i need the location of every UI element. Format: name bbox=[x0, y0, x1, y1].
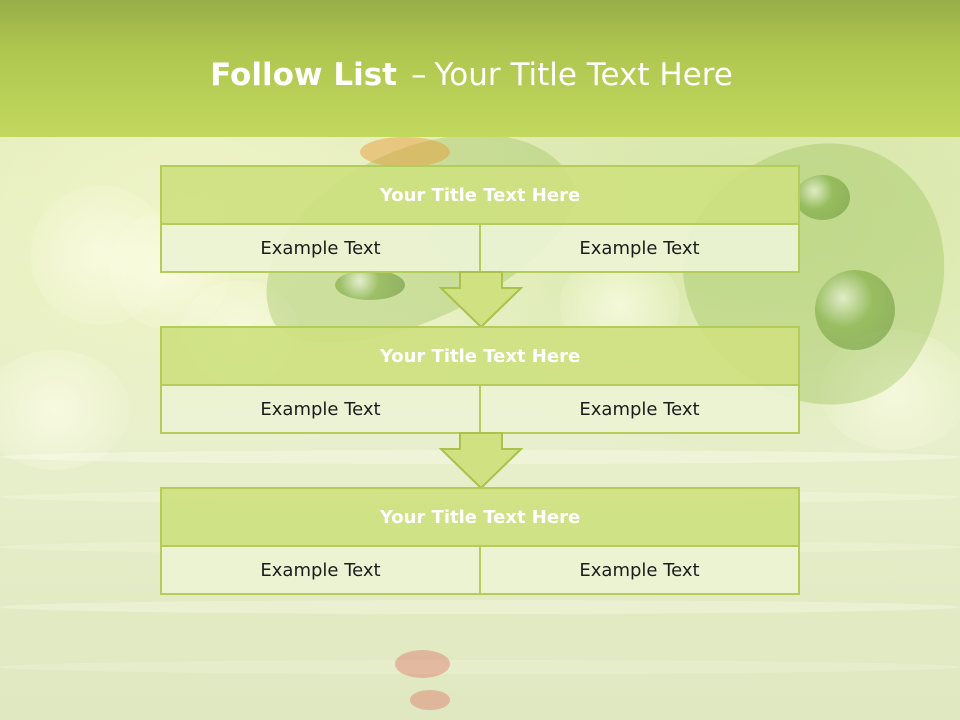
title-rest-part: Your Title Text Here bbox=[434, 57, 733, 93]
flow-step-title: Your Title Text Here bbox=[162, 489, 798, 547]
flow-step-title: Your Title Text Here bbox=[162, 167, 798, 225]
flow-step-right-cell: Example Text bbox=[479, 386, 798, 432]
flow-step-row: Example Text Example Text bbox=[162, 547, 798, 593]
down-arrow-icon bbox=[439, 432, 523, 490]
flow-step-right-cell: Example Text bbox=[479, 547, 798, 593]
flow-step-row: Example Text Example Text bbox=[162, 225, 798, 271]
title-bold-part: Follow List bbox=[210, 57, 397, 93]
flow-step-right-cell: Example Text bbox=[479, 225, 798, 271]
flow-step-2: Your Title Text Here Example Text Exampl… bbox=[160, 326, 800, 434]
title-dash: – bbox=[410, 57, 427, 93]
flow-step-3: Your Title Text Here Example Text Exampl… bbox=[160, 487, 800, 595]
flow-step-title: Your Title Text Here bbox=[162, 328, 798, 386]
flow-step-left-cell: Example Text bbox=[260, 237, 381, 259]
slide-title: Follow List–Your Title Text Here bbox=[0, 54, 943, 96]
flow-step-row: Example Text Example Text bbox=[162, 386, 798, 432]
flow-step-left-cell: Example Text bbox=[260, 559, 381, 581]
header-band bbox=[0, 0, 960, 137]
flow-step-left-cell: Example Text bbox=[260, 398, 381, 420]
flow-step-1: Your Title Text Here Example Text Exampl… bbox=[160, 165, 800, 273]
down-arrow-icon bbox=[439, 271, 523, 329]
